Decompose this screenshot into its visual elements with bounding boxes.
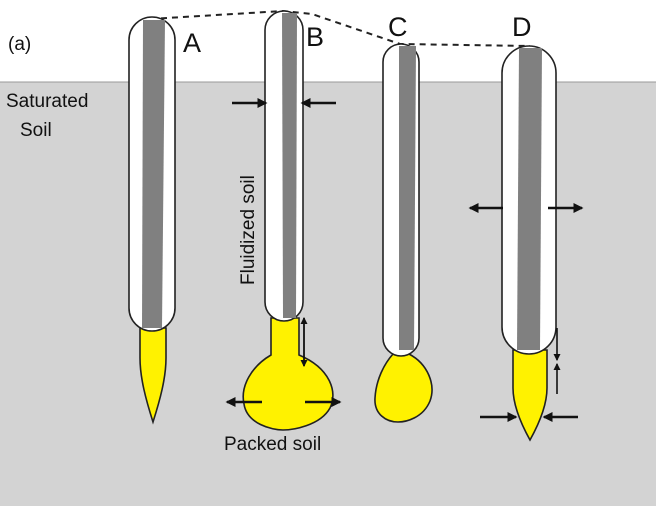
- stage-label-a: A: [183, 28, 201, 58]
- stage-c: C: [374, 12, 433, 423]
- stage-a-rod-core: [142, 20, 165, 328]
- panel-label: (a): [8, 34, 31, 55]
- stage-d-tip: [512, 349, 548, 442]
- soil-label-line2: Soil: [20, 120, 52, 141]
- stage-label-d: D: [512, 12, 532, 42]
- stage-b-rod-core: [282, 13, 297, 318]
- stage-label-b: B: [306, 22, 324, 52]
- stage-b: B Fluidized soil Packed soil: [224, 10, 342, 455]
- sky-region: [0, 0, 656, 82]
- stage-a: A: [128, 16, 201, 425]
- fluidized-soil-label: Fluidized soil: [238, 175, 259, 285]
- stage-c-rod-core: [399, 46, 416, 350]
- stage-d-rod-core: [517, 48, 542, 350]
- soil-label-line1: Saturated: [6, 91, 88, 112]
- packed-soil-label: Packed soil: [224, 434, 321, 455]
- stage-label-c: C: [388, 12, 408, 42]
- stage-c-bulb: [374, 347, 433, 423]
- saturated-soil-region: [0, 82, 656, 506]
- stage-a-tip: [139, 327, 167, 425]
- rod-top-dashed-line: [149, 9, 531, 47]
- stage-d: D: [468, 12, 584, 442]
